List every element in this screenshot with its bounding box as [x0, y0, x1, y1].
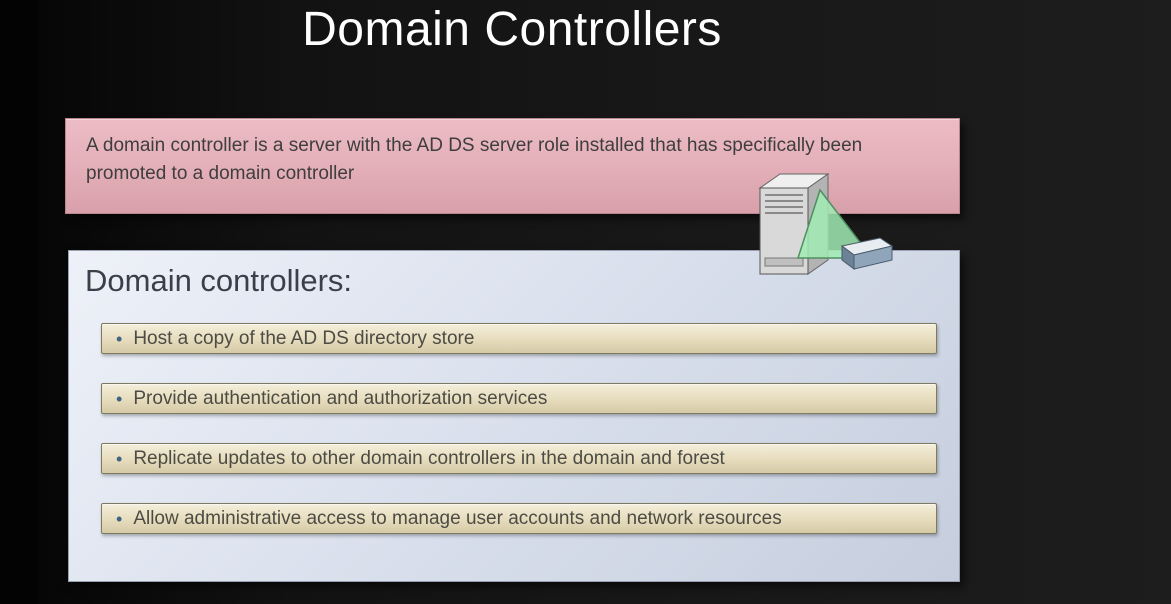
panel-heading: Domain controllers:: [85, 263, 353, 298]
bullet-icon: •: [116, 388, 123, 409]
list-item: • Allow administrative access to manage …: [101, 503, 937, 534]
list-item: • Provide authentication and authorizati…: [101, 383, 937, 414]
list-item: • Host a copy of the AD DS directory sto…: [101, 323, 937, 354]
definition-text: A domain controller is a server with the…: [86, 135, 863, 184]
definition-box: A domain controller is a server with the…: [65, 118, 960, 214]
server-icon: [738, 168, 898, 290]
list-item: • Replicate updates to other domain cont…: [101, 443, 937, 474]
list-item-text: Replicate updates to other domain contro…: [133, 447, 725, 469]
slide-title: Domain Controllers: [302, 3, 722, 56]
bullet-icon: •: [116, 448, 123, 469]
list-item-text: Allow administrative access to manage us…: [133, 507, 782, 529]
domain-controllers-panel: Domain controllers: • Host a copy of the…: [68, 250, 960, 582]
list-item-text: Host a copy of the AD DS directory store: [133, 327, 475, 349]
bullet-icon: •: [116, 508, 123, 529]
list-item-text: Provide authentication and authorization…: [133, 387, 548, 409]
bullet-icon: •: [116, 328, 123, 349]
